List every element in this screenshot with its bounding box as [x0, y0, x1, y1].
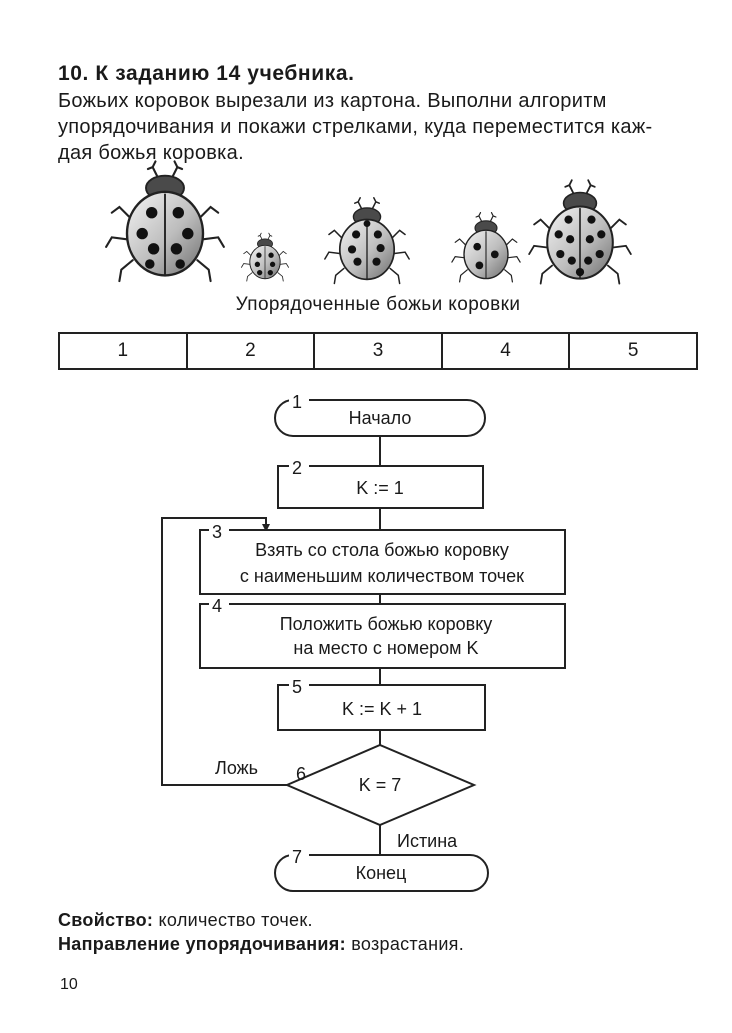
flow-take-num: 3	[212, 522, 222, 542]
flow-inc-num: 5	[292, 677, 302, 697]
task-text-line: упорядочивания и покажи стрелками, куда …	[58, 116, 653, 138]
flow-take: Взять со стола божью коровку с наименьши…	[199, 529, 566, 595]
ordered-slots: 1 2 3 4 5	[58, 332, 698, 370]
task-title: 10. К заданию 14 учебника.	[58, 62, 355, 85]
flow-check-num: 6	[296, 764, 306, 784]
flow-put-num: 4	[212, 596, 222, 616]
summary-property: Свойство: количество точек.	[58, 910, 313, 931]
page-number: 10	[60, 976, 78, 993]
flow-init: K := 1	[277, 465, 484, 509]
slot-4[interactable]: 4	[440, 332, 571, 370]
flow-put-line: на место с номером K	[293, 638, 478, 658]
slot-3[interactable]: 3	[313, 332, 443, 370]
flow-put: Положить божью коровку на место с номеро…	[199, 603, 566, 669]
task-text-line: дая божья коровка.	[58, 142, 244, 164]
flow-inc-text: K := K + 1	[342, 699, 422, 719]
ordered-caption: Упорядоченные божьи коровки	[235, 294, 521, 315]
flow-start-num: 1	[292, 392, 302, 412]
slot-1[interactable]: 1	[58, 332, 188, 370]
flow-take-line: с наименьшим количеством точек	[240, 566, 524, 586]
direction-value: возрастания.	[351, 934, 465, 954]
flow-init-num: 2	[292, 458, 302, 478]
flow-end-num: 7	[292, 847, 302, 867]
flow-false-label: Ложь	[215, 758, 258, 778]
property-value: количество точек.	[158, 910, 313, 930]
summary-direction: Направление упорядочивания: возрастания.	[58, 934, 464, 955]
flow-end: Конец	[274, 854, 489, 892]
slot-2[interactable]: 2	[185, 332, 316, 370]
flow-start-text: Начало	[349, 408, 412, 428]
flow-check-text: K = 7	[359, 775, 402, 795]
flow-inc: K := K + 1	[277, 684, 486, 731]
flow-check: K = 7	[284, 743, 477, 827]
flow-true-label: Истина	[397, 831, 458, 851]
flow-take-line: Взять со стола божью коровку	[255, 540, 509, 560]
flow-start: Начало	[274, 399, 486, 437]
direction-label: Направление упорядочивания:	[58, 934, 346, 954]
flow-put-line: Положить божью коровку	[280, 614, 493, 634]
flow-init-text: K := 1	[356, 478, 404, 498]
flow-end-text: Конец	[356, 863, 407, 883]
property-label: Свойство:	[58, 910, 154, 930]
task-text-line: Божьих коровок вырезали из картона. Выпо…	[58, 90, 607, 112]
task-text: Божьих коровок вырезали из картона. Выпо…	[58, 88, 704, 166]
slot-5[interactable]: 5	[568, 332, 698, 370]
